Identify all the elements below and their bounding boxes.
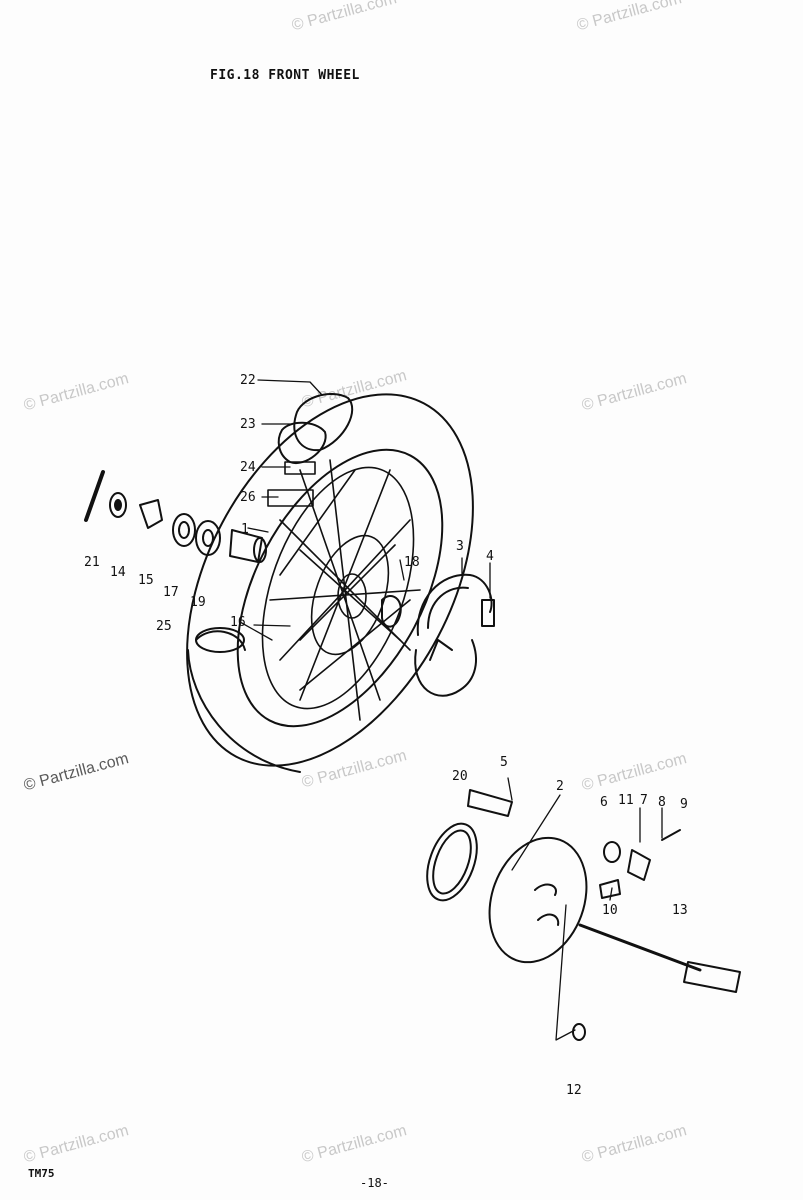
axle-parts-drawing <box>84 470 267 563</box>
callout-8: 8 <box>658 795 666 810</box>
model-label: TM75 <box>28 1167 55 1180</box>
rim-tape-part <box>284 461 316 475</box>
tire-drawing <box>186 393 474 773</box>
callout-12: 12 <box>566 1083 582 1098</box>
callout-5: 5 <box>500 755 508 770</box>
callout-23: 23 <box>240 417 256 432</box>
figure-title: FIG.18 FRONT WHEEL <box>210 68 360 83</box>
callout-20: 20 <box>452 769 468 784</box>
callout-labels: 22 23 24 26 1 21 14 15 17 19 25 16 18 3 … <box>84 373 688 1098</box>
leader-lines <box>239 379 663 1041</box>
callout-16: 16 <box>230 615 246 630</box>
callout-10: 10 <box>602 903 618 918</box>
callout-21: 21 <box>84 555 100 570</box>
brake-shoe-drawing <box>381 573 495 697</box>
callout-18: 18 <box>404 555 420 570</box>
callout-15: 15 <box>138 573 154 588</box>
rim-and-spokes-drawing <box>261 459 421 721</box>
callout-17: 17 <box>163 585 179 600</box>
callout-13: 13 <box>672 903 688 918</box>
callout-22: 22 <box>240 373 256 388</box>
callout-25: 25 <box>156 619 172 634</box>
callout-1: 1 <box>241 522 249 537</box>
callout-6: 6 <box>600 795 608 810</box>
page-number: -18- <box>360 1176 389 1190</box>
callout-26: 26 <box>240 490 256 505</box>
rim-band-part <box>267 489 314 507</box>
callout-4: 4 <box>486 549 494 564</box>
callout-14: 14 <box>110 565 126 580</box>
callout-9: 9 <box>680 797 688 812</box>
callout-2: 2 <box>556 779 564 794</box>
brake-panel-drawing <box>426 789 741 1041</box>
callout-24: 24 <box>240 460 256 475</box>
callout-19: 19 <box>190 595 206 610</box>
callout-7: 7 <box>640 793 648 808</box>
callout-3: 3 <box>456 539 464 554</box>
callout-11: 11 <box>618 793 634 808</box>
